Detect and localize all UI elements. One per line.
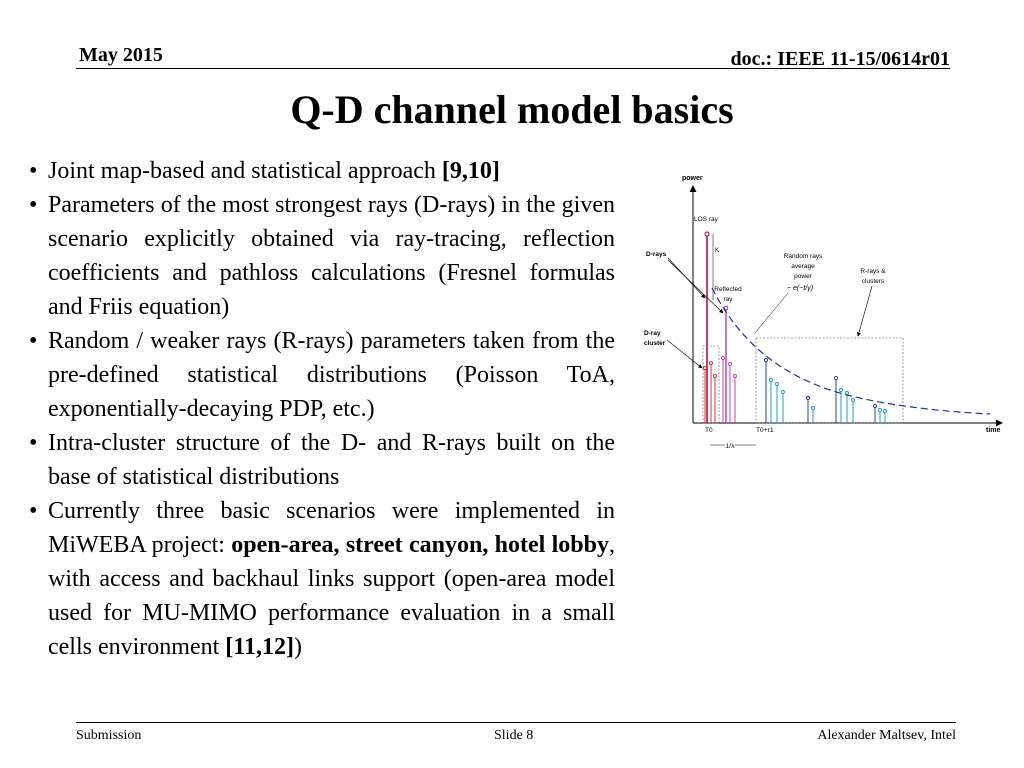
bullet-item: • Intra-cluster structure of the D- and … <box>29 426 615 494</box>
decay-formula: ~ e(−t/γ) <box>787 285 813 292</box>
t0-tau1-label: T0+τ1 <box>756 427 774 434</box>
ray-marker <box>723 305 729 311</box>
los-ray-label: LOS ray <box>694 216 719 223</box>
d-rays-label: D-rays <box>646 251 667 258</box>
random-rays-label: power <box>794 273 813 280</box>
dray-cluster-label: D-ray <box>644 330 661 337</box>
bullet-text: Random / weaker rays (R-rays) parameters… <box>48 328 615 422</box>
k-label: K <box>715 248 719 254</box>
ray-marker <box>851 398 855 402</box>
bullet-text: ) <box>293 634 302 660</box>
random-rays-label: average <box>791 263 815 270</box>
ray-marker <box>833 375 839 381</box>
ray-marker <box>811 406 815 410</box>
ray-marker <box>775 382 779 386</box>
ray-marker <box>769 378 773 382</box>
ray-marker <box>878 408 882 412</box>
bullet-dot: • <box>29 498 38 524</box>
ray-marker <box>733 374 737 378</box>
header-divider <box>76 68 950 69</box>
los-ray-marker <box>704 231 710 237</box>
ray-marker <box>763 357 769 363</box>
y-axis-label: power <box>682 175 703 182</box>
slide-title: Q-D channel model basics <box>290 87 734 132</box>
ray-marker <box>873 404 877 408</box>
x-axis-label: time <box>986 427 1001 434</box>
bullet-text: Parameters of the most strongest rays (D… <box>48 192 615 320</box>
t0-label: T0 <box>705 427 713 434</box>
bullet-scenarios: open-area, street canyon, hotel lobby <box>231 532 609 558</box>
bullet-text: Intra-cluster structure of the D- and R-… <box>48 430 615 490</box>
channel-diagram: power time K LOS ray D-rays Random rays … <box>644 175 1003 452</box>
bullet-ref: [11,12] <box>225 634 294 660</box>
bullet-list: • Joint map-based and statistical approa… <box>29 154 615 664</box>
r-rays-arrow <box>856 285 873 337</box>
ray-marker <box>721 356 725 360</box>
footer-slide-number: Slide 8 <box>494 728 534 743</box>
bullet-text: , with access and backhaul links support… <box>48 532 615 660</box>
footer-submission: Submission <box>76 728 142 743</box>
footer-divider <box>76 722 956 723</box>
header-date: May 2015 <box>79 44 163 66</box>
bullet-ref: [9,10] <box>441 158 500 184</box>
ray-marker <box>703 366 707 370</box>
bullet-item: • Parameters of the most strongest rays … <box>29 188 615 324</box>
bullet-text: Currently three basic scenarios were imp… <box>48 498 615 558</box>
reflected-ray-label: Reflected <box>714 286 742 293</box>
bullet-dot: • <box>29 328 38 354</box>
dray-cluster-box <box>702 345 720 424</box>
r-rays-label: clusters <box>862 278 885 285</box>
dray-cluster-label: cluster <box>644 340 666 347</box>
dray-cluster-arrow <box>666 339 703 369</box>
random-rays-label: Random rays <box>784 253 823 260</box>
d-rays-arrow <box>667 259 724 314</box>
rray-cluster-box <box>755 337 904 424</box>
average-power-curve <box>711 287 991 415</box>
ray-marker <box>781 390 785 394</box>
bullet-dot: • <box>29 158 38 184</box>
reflected-ray-label: ray <box>723 296 733 303</box>
bullet-item: • Currently three basic scenarios were i… <box>29 494 615 664</box>
ray-marker <box>709 361 713 365</box>
ray-marker <box>713 374 717 378</box>
header-doc-id: doc.: IEEE 11-15/0614r01 <box>730 48 950 70</box>
bullet-dot: • <box>29 192 38 218</box>
bullet-item: • Random / weaker rays (R-rays) paramete… <box>29 324 615 426</box>
footer-author: Alexander Maltsev, Intel <box>817 728 956 743</box>
ray-marker <box>839 388 843 392</box>
ray-marker <box>883 409 887 413</box>
formula-arrow <box>754 292 789 334</box>
ray-marker <box>806 396 810 400</box>
ray-marker <box>728 362 732 366</box>
lambda-label: 1/λ <box>726 443 735 450</box>
r-rays-label: R-rays & <box>860 268 886 275</box>
bullet-item: • Joint map-based and statistical approa… <box>29 154 615 188</box>
bullet-dot: • <box>29 430 38 456</box>
bullet-text: Joint map-based and statistical approach <box>48 158 442 184</box>
